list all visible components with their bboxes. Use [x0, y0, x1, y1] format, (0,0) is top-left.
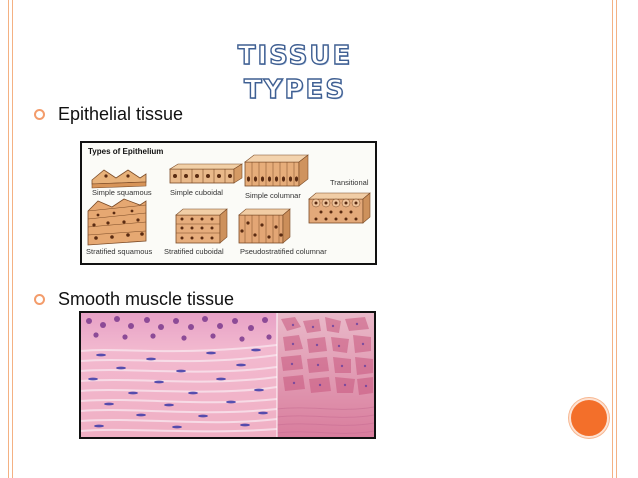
stratified-squamous-drawing	[87, 198, 147, 246]
epithelium-diagram: Types of Epithelium Simple squamous	[80, 141, 377, 265]
ring-bullet-icon	[34, 293, 45, 305]
slide-title: TISSUE TYPES	[237, 40, 353, 105]
bullet-smooth-muscle: Smooth muscle tissue	[34, 286, 234, 312]
label-simple-columnar: Simple columnar	[245, 191, 301, 200]
label-transitional: Transitional	[330, 178, 369, 187]
label-stratified-squamous: Stratified squamous	[86, 247, 153, 256]
ring-bullet-icon	[34, 108, 45, 120]
stratified-cuboidal-drawing	[175, 208, 228, 244]
bullet-text-epithelial: Epithelial tissue	[58, 103, 184, 124]
smooth-muscle-micrograph	[79, 311, 376, 439]
label-simple-squamous: Simple squamous	[92, 188, 152, 197]
bullet-epithelial: Epithelial tissue	[34, 101, 183, 127]
transitional-drawing	[308, 192, 371, 224]
simple-squamous-drawing	[91, 169, 147, 189]
right-border-line-inner	[616, 0, 617, 478]
simple-cuboidal-drawing	[168, 163, 244, 184]
label-pseudostratified-columnar: Pseudostratified columnar	[240, 247, 327, 256]
simple-columnar-drawing	[244, 154, 309, 187]
left-border-line-inner	[12, 0, 13, 478]
pseudostratified-columnar-drawing	[238, 208, 291, 244]
epithelium-title: Types of Epithelium	[88, 147, 163, 156]
accent-circle	[569, 398, 609, 438]
right-border-line	[612, 0, 613, 478]
label-simple-cuboidal: Simple cuboidal	[170, 188, 223, 197]
bullet-text-smooth-muscle: Smooth muscle tissue	[58, 288, 235, 309]
label-stratified-cuboidal: Stratified cuboidal	[164, 247, 224, 256]
left-border-line	[8, 0, 9, 478]
